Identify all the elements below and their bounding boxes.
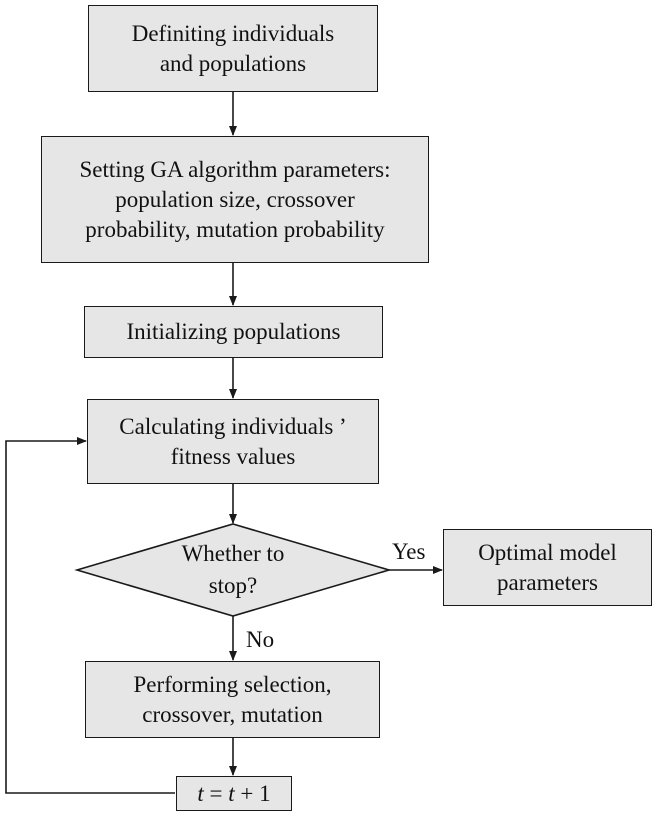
yes-label: Yes <box>392 539 426 564</box>
step-define-label: Definiting individuals and populations <box>131 20 335 76</box>
step-fitness-label: Calculating individuals ’ fitness values <box>119 413 347 469</box>
step-init-label: Initializing populations <box>126 319 341 344</box>
step-increment-counter: t = t + 1 <box>176 776 292 811</box>
step-initialize: Initializing populations <box>84 306 383 358</box>
counter-var-rhs: t <box>228 780 235 806</box>
result-optimal-parameters: Optimal model parameters <box>443 529 652 606</box>
counter-equals: = <box>203 780 229 806</box>
counter-var: t <box>197 780 204 806</box>
no-label: No <box>246 627 275 652</box>
result-optimal-label: Optimal model parameters <box>478 539 617 595</box>
decision-label: Whether to stop? <box>181 541 285 598</box>
step-params-label: Setting GA algorithm parameters: populat… <box>79 156 391 242</box>
step-fitness: Calculating individuals ’ fitness values <box>87 399 379 484</box>
loop-back-connector <box>5 437 175 794</box>
step-genetic-operations: Performing selection, crossover, mutatio… <box>85 661 380 738</box>
step-set-parameters: Setting GA algorithm parameters: populat… <box>41 136 429 263</box>
counter-plus-one: + 1 <box>234 780 271 806</box>
counter-label: t = t + 1 <box>197 779 270 809</box>
step-define-individuals: Definiting individuals and populations <box>88 5 378 92</box>
step-ops-label: Performing selection, crossover, mutatio… <box>133 671 332 727</box>
